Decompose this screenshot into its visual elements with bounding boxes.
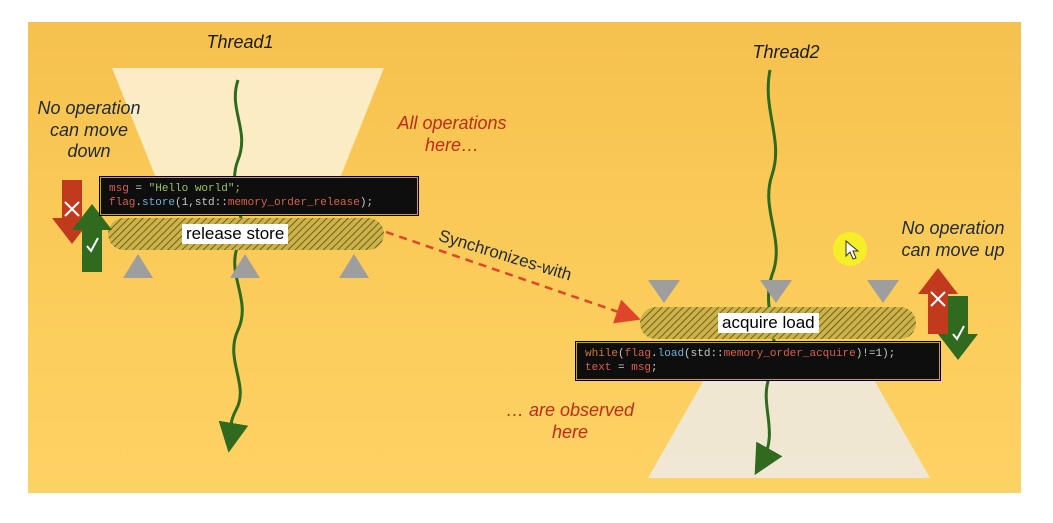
thread2-label: Thread2: [752, 42, 820, 62]
note-no-move-up: No operation can move up: [901, 218, 1005, 260]
acquire-code-box: while(flag.load(std::memory_order_acquir…: [576, 342, 940, 380]
code-line-text: text = msg;: [585, 362, 658, 374]
code-line-msg: msg = "Hello world";: [109, 183, 242, 195]
note-are-observed: … are observed here: [505, 400, 635, 442]
thread1-label: Thread1: [206, 32, 274, 52]
code-line-while: while(flag.load(std::memory_order_acquir…: [585, 348, 896, 360]
note-all-operations: All operations here…: [397, 113, 507, 155]
release-code-box: msg = "Hello world"; flag.store(1,std::m…: [100, 177, 418, 215]
note-no-move-down: No operation can move down: [37, 98, 141, 162]
code-line-store: flag.store(1,std::memory_order_release);: [109, 197, 374, 209]
release-store-label: release store: [182, 224, 289, 244]
acquire-load-label: acquire load: [718, 313, 819, 333]
